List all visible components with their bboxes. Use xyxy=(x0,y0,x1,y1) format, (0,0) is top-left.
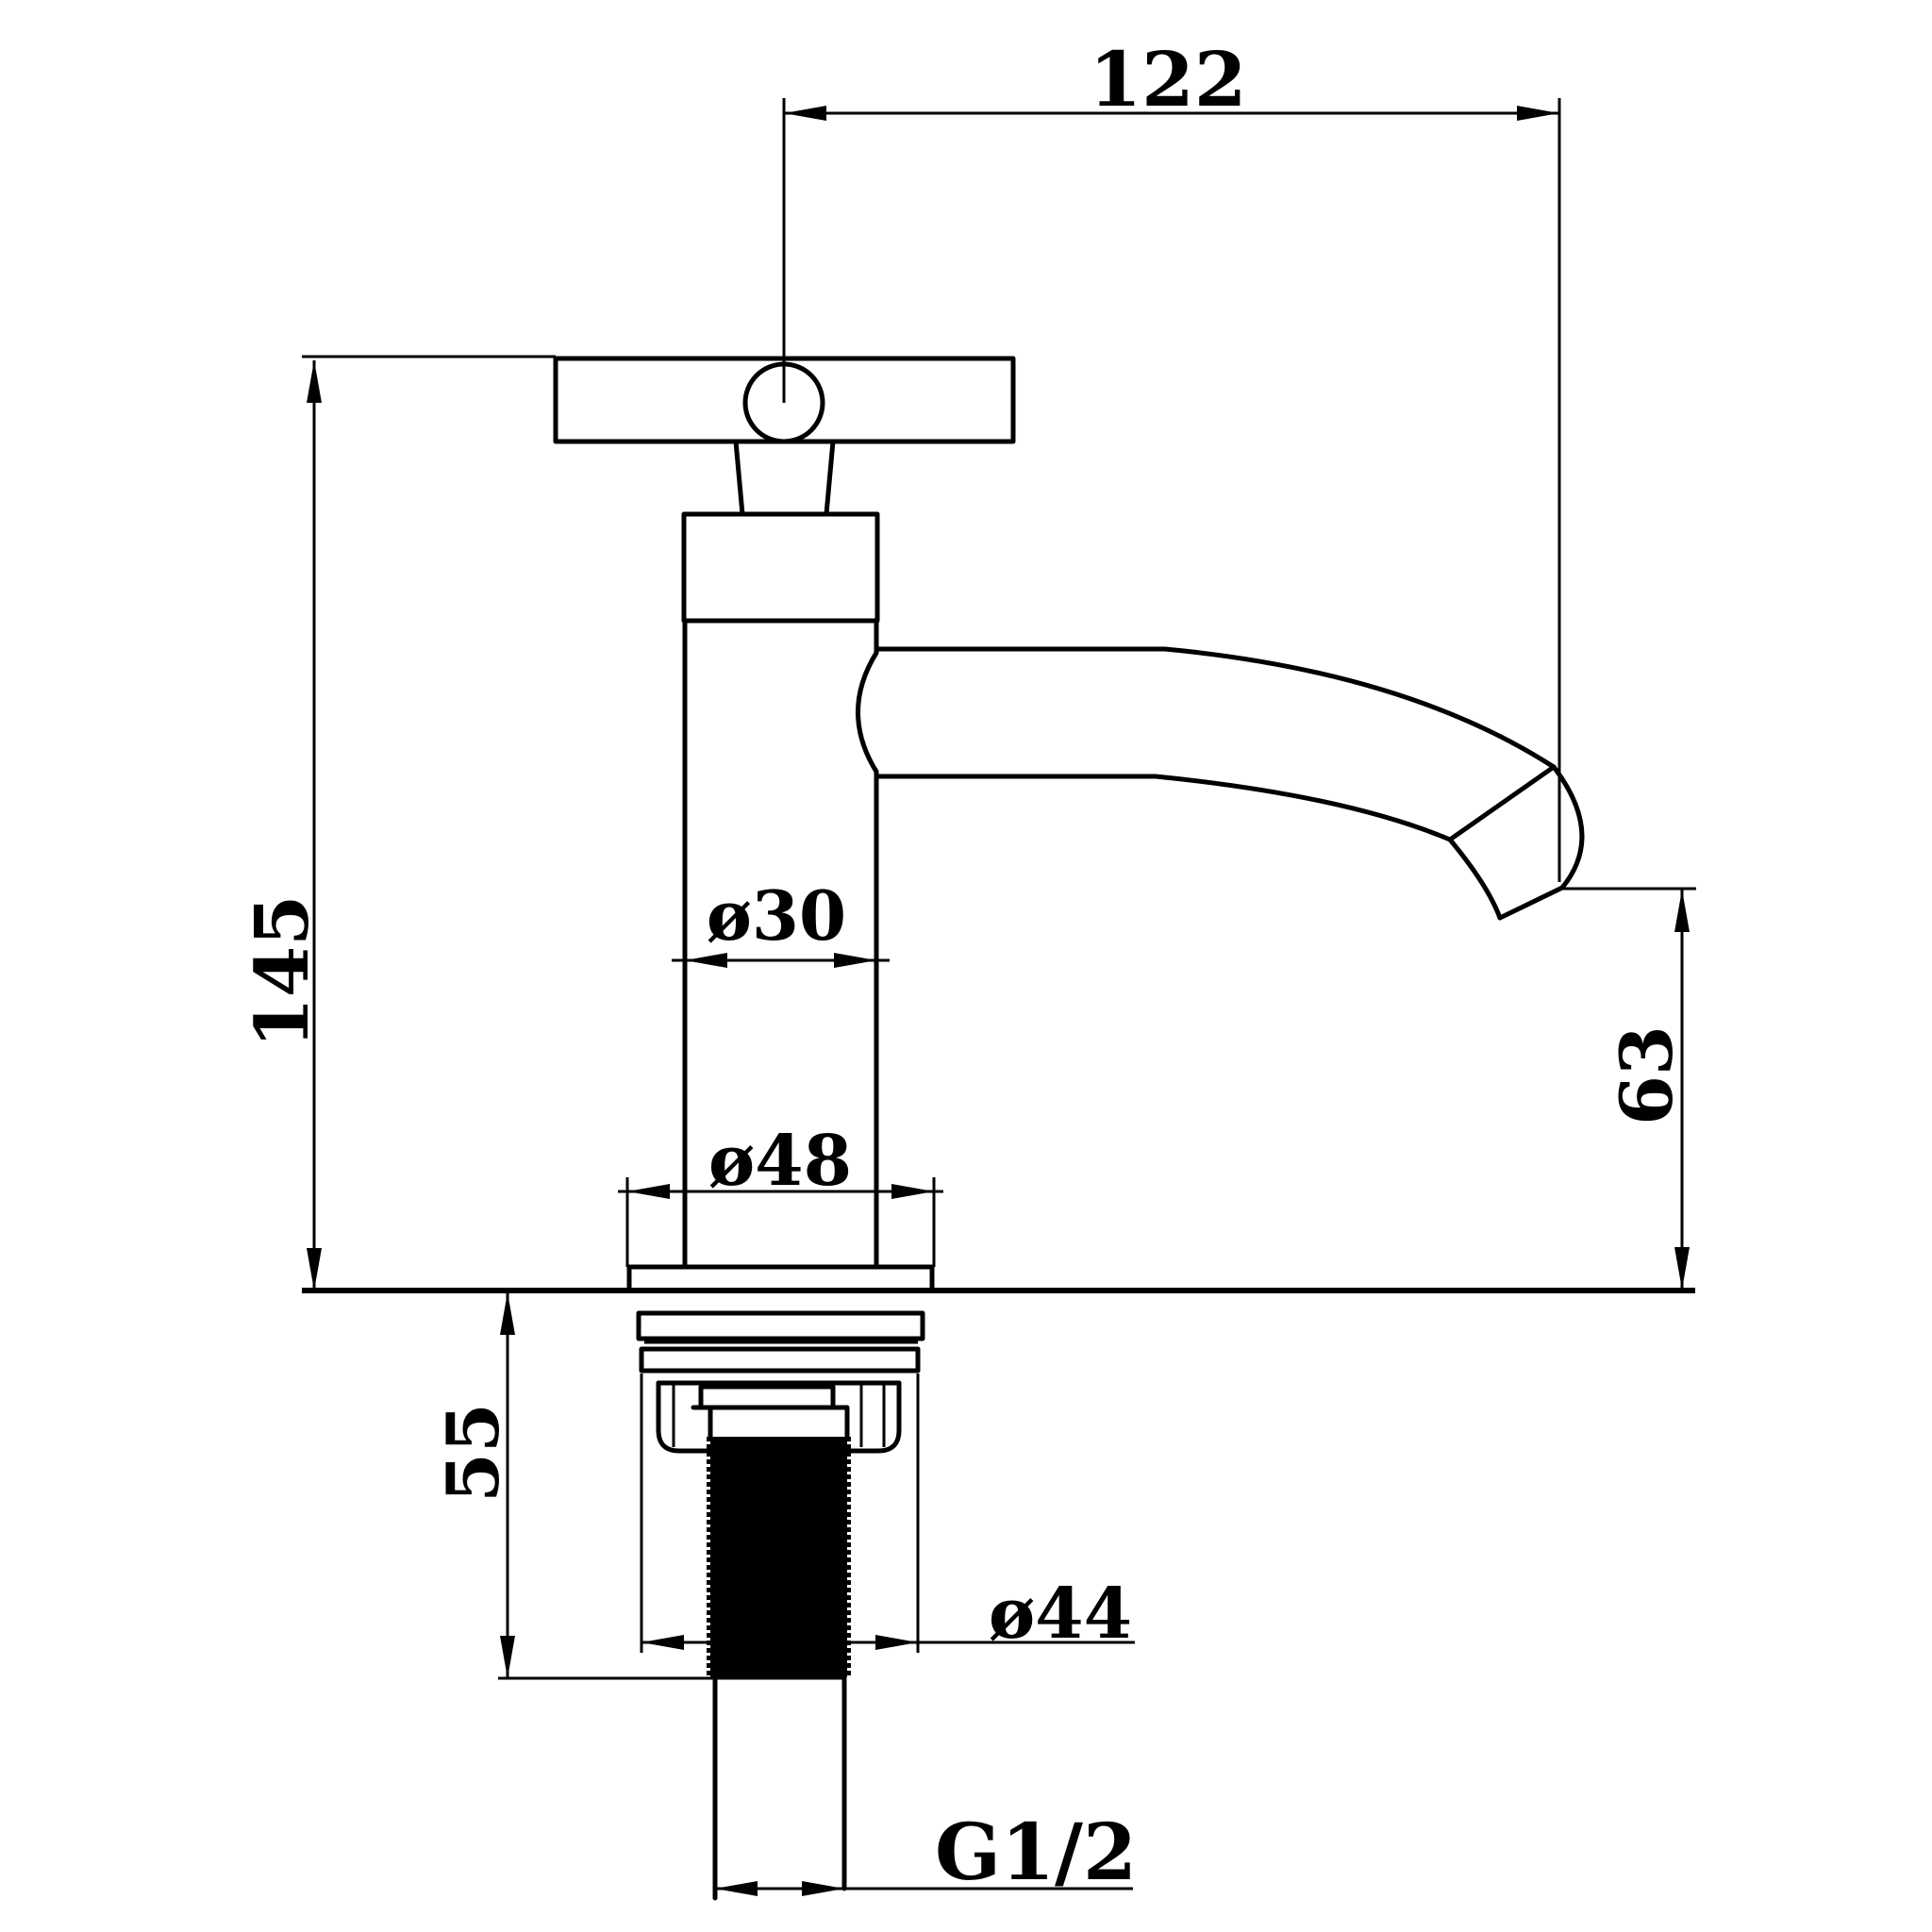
arrow-up-icon xyxy=(1674,890,1690,932)
arrow-down-icon xyxy=(1674,1247,1690,1290)
dim-label-base-diameter: ø48 xyxy=(708,1121,852,1202)
dim-label-shank-length: 55 xyxy=(431,1403,515,1503)
arrow-up-icon xyxy=(307,360,322,403)
extension-lines xyxy=(302,98,1696,1680)
dim-body-diameter: ø30 xyxy=(672,875,890,968)
arrow-left-icon xyxy=(641,1635,684,1650)
base-flange xyxy=(626,1264,935,1293)
dim-label-spout-reach: 122 xyxy=(1090,35,1247,124)
dim-outlet-height: 63 xyxy=(1605,890,1690,1290)
deck-washer-upper xyxy=(636,1310,925,1341)
nozzle-inner-edge xyxy=(1447,837,1503,921)
dim-label-nut-diameter: ø44 xyxy=(989,1574,1132,1655)
nozzle-outer-edge xyxy=(1551,764,1585,891)
arrow-left-icon xyxy=(784,106,826,121)
arrow-left-icon xyxy=(685,953,727,968)
dim-label-total-height: 145 xyxy=(240,895,325,1049)
spout-top-edge xyxy=(874,646,1557,770)
bonnet xyxy=(681,511,880,624)
dim-shank-length: 55 xyxy=(431,1292,515,1678)
arrow-right-icon xyxy=(834,953,876,968)
dim-thread-size: G1/2 xyxy=(715,1807,1137,1898)
faucet-outline xyxy=(302,356,1695,1901)
dim-spout-reach: 122 xyxy=(784,35,1559,124)
spout-root-fillet xyxy=(856,650,879,774)
nozzle-face-line xyxy=(1447,764,1557,842)
dim-label-thread-size: G1/2 xyxy=(935,1807,1137,1898)
nozzle-outlet-edge xyxy=(1497,885,1565,921)
spout-bottom-edge xyxy=(874,774,1453,842)
threaded-shank xyxy=(707,1437,851,1677)
arrow-left-icon xyxy=(627,1184,670,1199)
arrow-left-icon xyxy=(715,1881,758,1896)
dim-total-height: 145 xyxy=(240,360,325,1291)
arrow-right-icon xyxy=(1517,106,1559,121)
arrow-right-icon xyxy=(891,1184,934,1199)
dim-base-diameter: ø48 xyxy=(618,1121,943,1202)
deck-washer-lower xyxy=(639,1346,921,1374)
shank-end xyxy=(712,1675,847,1901)
dim-nut-diameter: ø44 xyxy=(641,1574,1135,1655)
arrow-down-icon xyxy=(500,1636,515,1678)
backnut xyxy=(656,1380,902,1454)
arrow-right-icon xyxy=(875,1635,918,1650)
body-column xyxy=(682,618,879,1270)
arrow-up-icon xyxy=(500,1292,515,1335)
dim-label-body-diameter: ø30 xyxy=(707,875,846,956)
handle-neck xyxy=(733,439,836,517)
nut-dia-extensions xyxy=(640,1374,920,1653)
dim-label-outlet-height: 63 xyxy=(1605,1025,1689,1125)
arrow-down-icon xyxy=(307,1248,322,1291)
arrow-right-icon xyxy=(802,1881,844,1896)
